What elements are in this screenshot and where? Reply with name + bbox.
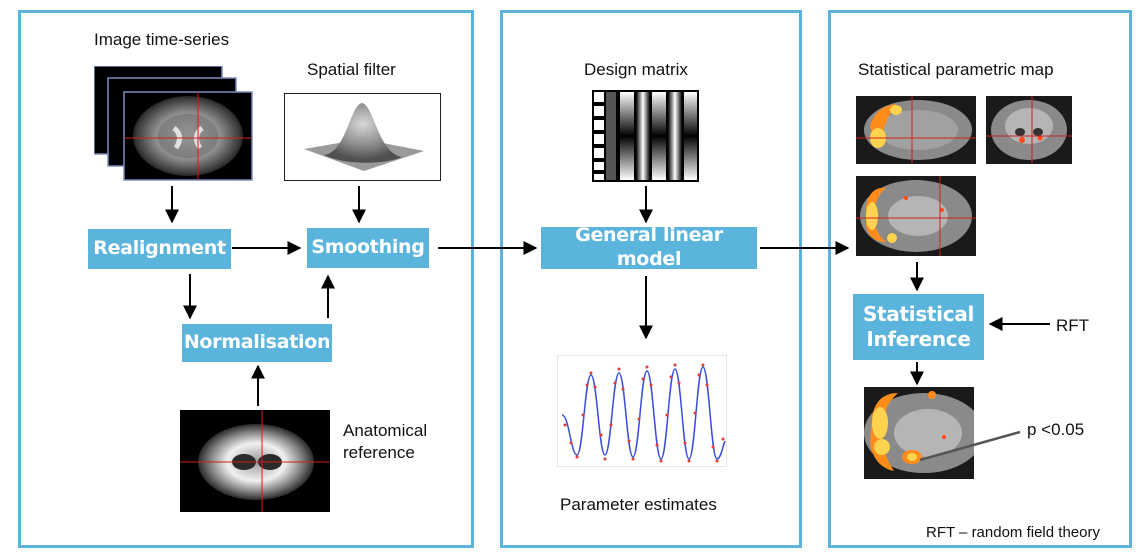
p-value-pointer: [919, 430, 1021, 462]
normalisation-box: Normalisation: [182, 324, 332, 362]
brain-time-series-stack: [94, 66, 253, 181]
normalisation-label: Normalisation: [183, 331, 331, 354]
preprocessing-panel: [18, 10, 474, 548]
realignment-label: Realignment: [93, 237, 226, 260]
label-design-matrix: Design matrix: [584, 60, 688, 79]
anatomical-reference-image: [180, 410, 330, 512]
spm-axial-image: [856, 176, 976, 256]
smoothing-box: Smoothing: [307, 228, 429, 268]
parameter-estimates-plot: [557, 355, 727, 467]
label-anatomical-reference: Anatomical reference: [343, 421, 428, 463]
label-statistical-parametric-map: Statistical parametric map: [858, 60, 1054, 79]
label-p-value: p <0.05: [1027, 420, 1085, 439]
spm-sagittal-image: [856, 96, 976, 164]
statistical-inference-box: Statistical Inference: [853, 294, 984, 360]
model-panel: [500, 10, 802, 548]
footnote-rft-definition: RFT – random field theory: [926, 524, 1100, 541]
realignment-box: Realignment: [88, 229, 231, 269]
spm-coronal-image: [986, 96, 1072, 164]
statistical-inference-label: Statistical Inference: [862, 302, 975, 351]
label-image-time-series: Image time-series: [94, 30, 230, 49]
gaussian-filter-plot: [284, 93, 441, 181]
label-spatial-filter: Spatial filter: [307, 60, 396, 79]
label-rft: RFT: [1056, 316, 1090, 335]
general-linear-model-box: General linear model: [541, 224, 757, 270]
general-linear-model-label: General linear model: [575, 224, 723, 270]
inference-panel: [828, 10, 1132, 548]
label-parameter-estimates: Parameter estimates: [560, 495, 717, 514]
smoothing-label: Smoothing: [311, 236, 425, 259]
design-matrix-image: [592, 90, 699, 182]
